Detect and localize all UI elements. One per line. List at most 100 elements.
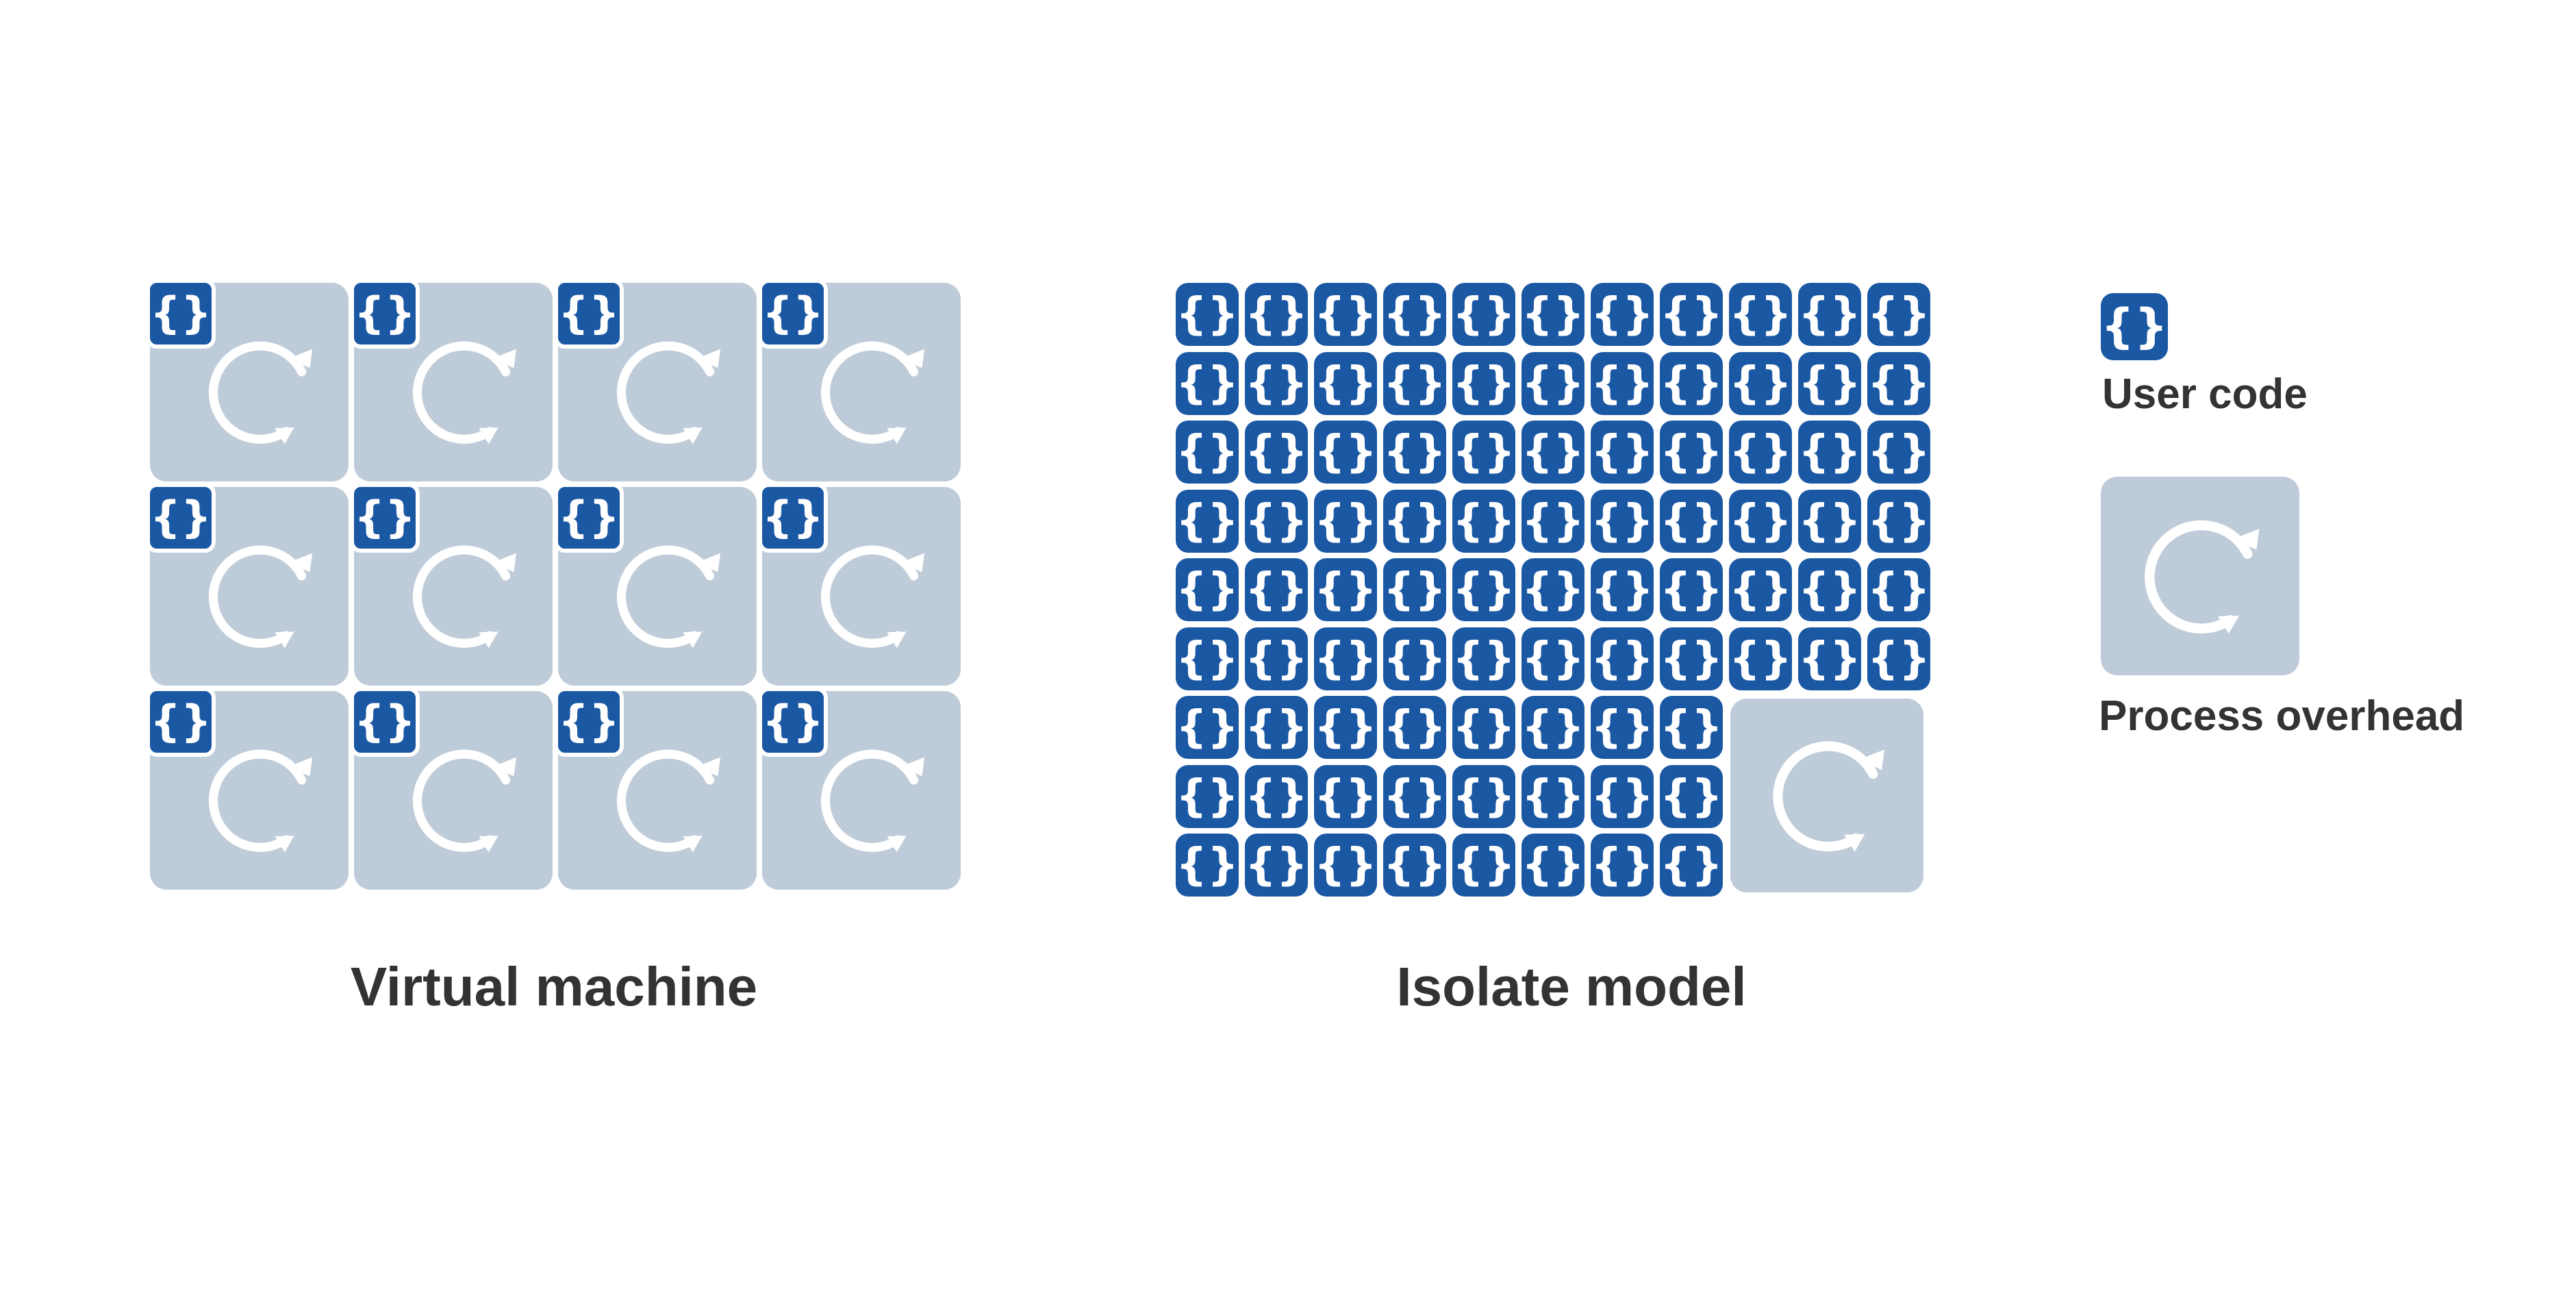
svg-text:{}: {} (1383, 839, 1446, 890)
svg-text:{}: {} (1383, 288, 1446, 340)
refresh-cycle-icon (2145, 520, 2260, 634)
refresh-cycle-icon (412, 749, 517, 853)
refresh-cycle-icon (208, 545, 313, 649)
isolate-user-code-block: {} (1521, 283, 1584, 346)
curly-braces-icon: {} (1798, 288, 1861, 340)
curly-braces-icon: {} (1452, 426, 1515, 477)
isolate-user-code-block: {} (1245, 834, 1308, 897)
curly-braces-icon: {} (1660, 358, 1723, 409)
curly-braces-icon: {} (1383, 701, 1446, 753)
curly-braces-icon: {} (1591, 839, 1654, 890)
isolate-user-code-block: {} (1383, 351, 1446, 415)
isolate-user-code-block: {} (1176, 489, 1239, 553)
curly-braces-icon: {} (1591, 633, 1654, 684)
curly-braces-icon: {} (1452, 358, 1515, 409)
curly-braces-icon: {} (1521, 358, 1584, 409)
svg-text:{}: {} (1383, 426, 1446, 477)
isolate-user-code-block: {} (1383, 834, 1446, 897)
svg-text:{}: {} (354, 697, 416, 747)
svg-text:{}: {} (1660, 426, 1723, 477)
curly-braces-icon: {} (1245, 358, 1308, 409)
curly-braces-icon: {} (1521, 495, 1584, 547)
svg-text:{}: {} (1798, 358, 1861, 409)
svg-text:{}: {} (1521, 426, 1584, 477)
refresh-cycle-icon (820, 545, 925, 649)
isolate-user-code-block: {} (1591, 351, 1654, 415)
isolate-user-code-block: {} (1314, 627, 1377, 690)
isolate-user-code-block: {} (1245, 283, 1308, 346)
isolate-user-code-block: {} (1245, 351, 1308, 415)
curly-braces-icon: {} (762, 288, 824, 338)
refresh-cycle-icon (616, 341, 721, 445)
curly-braces-icon: {} (1729, 358, 1792, 409)
svg-text:{}: {} (1314, 288, 1377, 340)
curly-braces-icon: {} (1729, 426, 1792, 477)
vm-user-code-block: {} (758, 483, 828, 553)
svg-text:{}: {} (1176, 564, 1239, 615)
isolate-user-code-block: {} (1452, 489, 1515, 553)
curly-braces-icon: {} (1452, 564, 1515, 615)
curly-braces-icon: {} (354, 697, 416, 747)
svg-text:{}: {} (1176, 701, 1239, 753)
isolate-user-code-block: {} (1452, 558, 1515, 621)
isolate-user-code-block: {} (1660, 351, 1723, 415)
curly-braces-icon: {} (1452, 495, 1515, 547)
refresh-cycle-icon (412, 545, 517, 649)
svg-text:{}: {} (1314, 633, 1377, 684)
svg-text:{}: {} (1452, 426, 1515, 477)
curly-braces-icon: {} (1245, 495, 1308, 547)
svg-text:{}: {} (1660, 633, 1723, 684)
curly-braces-icon: {} (1798, 564, 1861, 615)
svg-text:{}: {} (1383, 633, 1446, 684)
curly-braces-icon: {} (1383, 564, 1446, 615)
curly-braces-icon: {} (1798, 633, 1861, 684)
curly-braces-icon: {} (1867, 495, 1930, 547)
svg-text:{}: {} (354, 492, 416, 542)
svg-text:{}: {} (762, 492, 824, 542)
curly-braces-icon: {} (1176, 771, 1239, 822)
vm-process-block (558, 487, 757, 686)
curly-braces-icon: {} (1798, 495, 1861, 547)
vm-user-code-block: {} (758, 687, 828, 757)
isolate-user-code-block: {} (1798, 558, 1861, 621)
isolate-user-code-block: {} (1176, 421, 1239, 484)
svg-text:{}: {} (2101, 299, 2168, 354)
svg-text:{}: {} (1591, 426, 1654, 477)
vm-user-code-block: {} (554, 279, 624, 349)
svg-text:{}: {} (1245, 771, 1308, 822)
isolate-user-code-block: {} (1245, 421, 1308, 484)
isolate-user-code-block: {} (1176, 627, 1239, 690)
svg-text:{}: {} (1521, 358, 1584, 409)
curly-braces-icon: {} (1660, 288, 1723, 340)
svg-text:{}: {} (1452, 839, 1515, 890)
svg-text:{}: {} (1314, 358, 1377, 409)
isolate-user-code-block: {} (1521, 627, 1584, 690)
svg-text:{}: {} (1660, 495, 1723, 547)
isolate-user-code-block: {} (1660, 421, 1723, 484)
isolate-user-code-block: {} (1314, 834, 1377, 897)
isolate-user-code-block: {} (1176, 696, 1239, 759)
svg-text:{}: {} (1383, 771, 1446, 822)
curly-braces-icon: {} (1660, 426, 1723, 477)
isolate-user-code-block: {} (1314, 489, 1377, 553)
svg-text:{}: {} (1452, 564, 1515, 615)
svg-text:{}: {} (150, 492, 212, 542)
curly-braces-icon: {} (1729, 495, 1792, 547)
isolate-user-code-block: {} (1521, 489, 1584, 553)
refresh-cycle-icon (820, 341, 925, 445)
isolate-user-code-block: {} (1591, 421, 1654, 484)
svg-text:{}: {} (1521, 564, 1584, 615)
svg-text:{}: {} (1176, 495, 1239, 547)
vm-user-code-block: {} (554, 483, 624, 553)
curly-braces-icon: {} (1452, 288, 1515, 340)
curly-braces-icon: {} (1245, 288, 1308, 340)
isolate-user-code-block: {} (1798, 627, 1861, 690)
isolate-user-code-block: {} (1521, 558, 1584, 621)
svg-text:{}: {} (1521, 633, 1584, 684)
svg-text:{}: {} (1452, 771, 1515, 822)
isolate-user-code-block: {} (1867, 627, 1930, 690)
curly-braces-icon: {} (1729, 633, 1792, 684)
isolate-process-block (1730, 699, 1923, 892)
svg-text:{}: {} (1867, 495, 1930, 547)
svg-text:{}: {} (354, 288, 416, 338)
